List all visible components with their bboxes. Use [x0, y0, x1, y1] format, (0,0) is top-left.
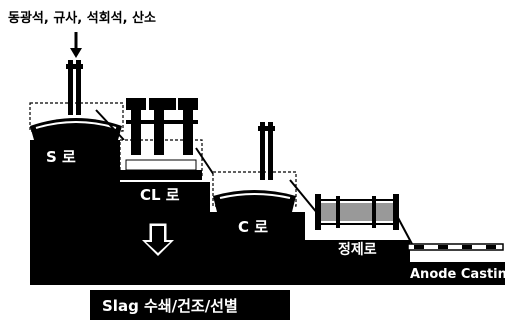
launder-s-cl [95, 109, 125, 141]
c-furnace [212, 122, 297, 212]
cl-furnace [119, 98, 203, 180]
refining-furnace-label: 정제로 [338, 241, 377, 258]
c-furnace-lance [258, 122, 275, 180]
c-furnace-label: C 로 [238, 218, 268, 236]
s-furnace-label: S 로 [46, 148, 76, 166]
staircase-ground [30, 140, 505, 285]
refining-furnace [315, 194, 399, 230]
launder-refining-casting [395, 213, 413, 245]
cl-furnace-label: CL 로 [140, 186, 180, 204]
s-furnace [29, 60, 124, 140]
slag-arrow [142, 223, 174, 256]
slag-label: Slag 수쇄/건조/선별 [102, 297, 238, 315]
launder-c-refining [289, 179, 319, 215]
anode-casting-label: Anode Casting [410, 267, 512, 282]
cl-furnace-electrodes [126, 98, 198, 155]
anode-casting-wheel [407, 243, 504, 251]
inputs-label: 동광석, 규사, 석회석, 산소 [8, 10, 156, 26]
input-arrow [70, 32, 82, 58]
s-furnace-lance [66, 60, 83, 115]
slag-label-box [90, 290, 290, 320]
